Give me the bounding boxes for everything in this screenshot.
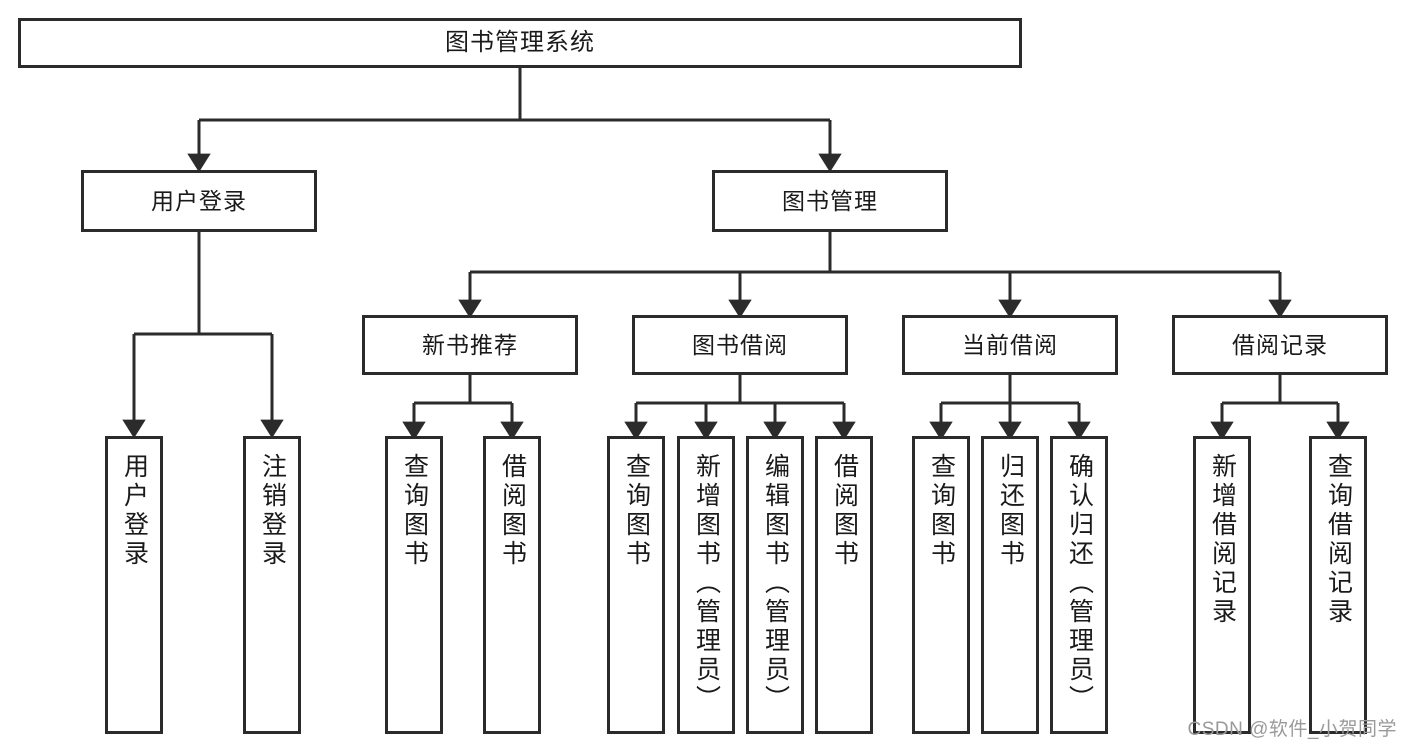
leaf-current-query-book[interactable]: 查询图书	[912, 436, 970, 734]
node-label: 图书借阅	[692, 331, 788, 358]
leaf-current-confirm-return-admin[interactable]: 确认归还（管理员）	[1050, 436, 1108, 734]
leaf-user-login-login[interactable]: 用户登录	[105, 436, 163, 734]
node-label: 用户登录	[120, 453, 149, 569]
node-label: 查询图书	[400, 453, 429, 569]
leaf-recommend-borrow-book[interactable]: 借阅图书	[483, 436, 541, 734]
node-label: 用户登录	[151, 187, 247, 214]
node-label: 图书管理系统	[445, 29, 595, 56]
node-book-borrow[interactable]: 图书借阅	[632, 315, 848, 375]
leaf-recommend-query-book[interactable]: 查询图书	[385, 436, 443, 734]
node-label: 查询借阅记录	[1324, 453, 1353, 627]
leaf-records-add-record[interactable]: 新增借阅记录	[1193, 436, 1251, 734]
node-user-login[interactable]: 用户登录	[81, 170, 317, 232]
node-label: 新增图书（管理员）	[692, 453, 721, 714]
node-label: 借阅图书	[498, 453, 527, 569]
node-label: 注销登录	[258, 453, 287, 569]
leaf-borrow-query-book[interactable]: 查询图书	[607, 436, 665, 734]
leaf-records-query-record[interactable]: 查询借阅记录	[1309, 436, 1367, 734]
node-borrow-records[interactable]: 借阅记录	[1172, 315, 1388, 375]
node-label: 借阅记录	[1232, 331, 1328, 358]
node-label: 新增借阅记录	[1208, 453, 1237, 627]
leaf-borrow-edit-book-admin[interactable]: 编辑图书（管理员）	[746, 436, 804, 734]
leaf-borrow-add-book-admin[interactable]: 新增图书（管理员）	[677, 436, 735, 734]
node-label: 当前借阅	[962, 331, 1058, 358]
node-label: 查询图书	[927, 453, 956, 569]
node-current-borrow[interactable]: 当前借阅	[902, 315, 1118, 375]
leaf-borrow-borrow-book[interactable]: 借阅图书	[815, 436, 873, 734]
node-new-book-recommend[interactable]: 新书推荐	[362, 315, 578, 375]
node-label: 图书管理	[782, 187, 878, 214]
node-root-system[interactable]: 图书管理系统	[18, 18, 1022, 68]
node-label: 编辑图书（管理员）	[761, 453, 790, 714]
node-label: 归还图书	[996, 453, 1025, 569]
node-label: 新书推荐	[422, 331, 518, 358]
node-label: 确认归还（管理员）	[1065, 453, 1094, 714]
node-book-management[interactable]: 图书管理	[712, 170, 948, 232]
leaf-current-return-book[interactable]: 归还图书	[981, 436, 1039, 734]
csdn-watermark: CSDN @软件_小贺同学	[1187, 719, 1397, 740]
node-label: 借阅图书	[830, 453, 859, 569]
node-label: 查询图书	[622, 453, 651, 569]
leaf-user-login-logout[interactable]: 注销登录	[243, 436, 301, 734]
